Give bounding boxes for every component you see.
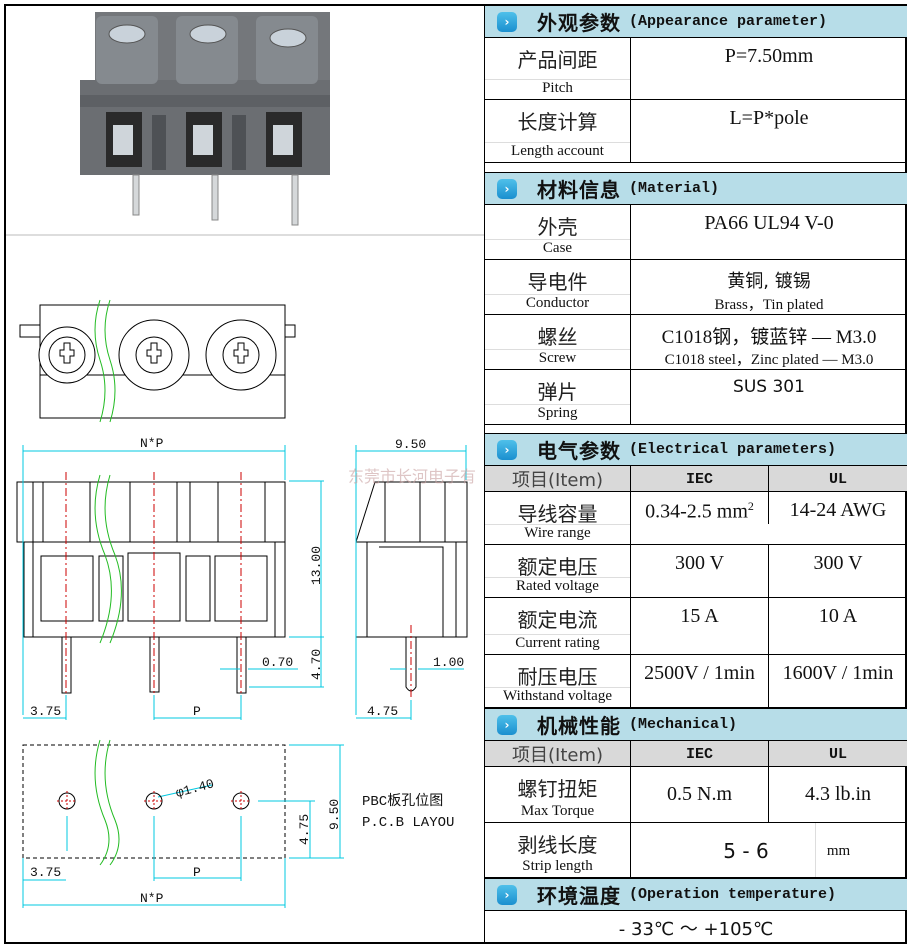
pcb-dim-half: 4.75 (297, 814, 312, 845)
chevron-right-icon: › (497, 178, 517, 199)
section-mechanical: ›机械性能(Mechanical) (485, 708, 907, 741)
section-appearance: ›外观参数(Appearance parameter) (485, 5, 907, 38)
dim-np: N*P (140, 436, 164, 451)
chevron-right-icon: › (497, 11, 517, 32)
chevron-right-icon: › (497, 714, 517, 735)
pcb-dim-pitch: P (193, 865, 201, 880)
chevron-right-icon: › (497, 884, 517, 905)
front-view (16, 472, 286, 694)
dim-height: 13.00 (309, 546, 324, 585)
drawing-panel: N*P 9.50 13.00 4.70 0.70 1.00 3.75 P 4.7… (6, 6, 484, 942)
dim-offset: 3.75 (30, 704, 61, 719)
dimension-lines (22, 445, 467, 908)
dim-hole: φ1.40 (174, 776, 216, 801)
pcb-dim-height: 9.50 (327, 799, 342, 830)
dim-pin-width: 0.70 (262, 655, 293, 670)
dim-width: 9.50 (395, 437, 426, 452)
pcb-dim-offset: 3.75 (30, 865, 61, 880)
pcb-title-cn: PBC板孔位图 (362, 793, 443, 810)
section-material: ›材料信息(Material) (485, 172, 907, 205)
row-temperature: - 33℃ ～ +105℃ (485, 911, 907, 943)
section-electrical: ›电气参数(Electrical parameters) (485, 433, 907, 466)
product-photo (80, 12, 330, 226)
watermark: 东莞市长河电子有 (348, 468, 476, 487)
side-view (355, 481, 468, 715)
section-temperature: ›环境温度(Operation temperature) (485, 878, 907, 911)
top-view (19, 299, 296, 423)
chevron-right-icon: › (497, 439, 517, 460)
dim-pin-dia: 1.00 (433, 655, 464, 670)
pcb-dim-np: N*P (140, 891, 164, 906)
dim-pin-length: 4.70 (309, 649, 324, 680)
pcb-title-en: P.C.B LAYOU (362, 815, 454, 831)
pcb-holes (57, 791, 251, 811)
dim-pitch: P (193, 704, 201, 719)
dim-side-offset: 4.75 (367, 704, 398, 719)
technical-drawing: N*P 9.50 13.00 4.70 0.70 1.00 3.75 P 4.7… (6, 12, 484, 908)
